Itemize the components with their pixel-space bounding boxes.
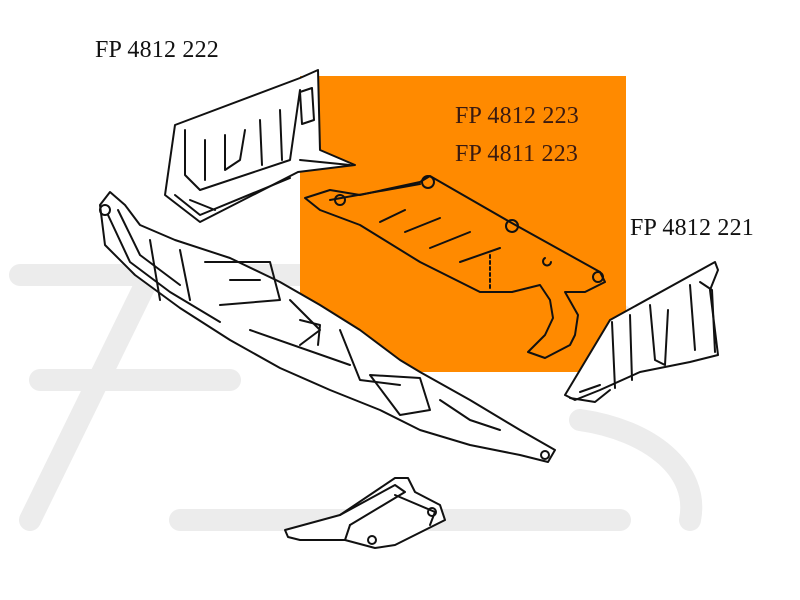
left-splash-shield-part[interactable] [164,69,356,223]
part-label-left-shield: FP 4812 222 [95,37,220,63]
center-undercover-part[interactable] [304,175,606,359]
bumper-undercover-part[interactable] [99,191,556,463]
part-label-right-shield: FP 4812 221 [630,215,755,241]
bracket-part[interactable] [284,477,446,549]
part-label-center-shield-2: FP 4811 223 [455,141,579,167]
right-splash-shield-part[interactable] [564,261,719,403]
part-label-center-shield-1: FP 4812 223 [455,103,580,129]
highlight-box [300,76,626,372]
